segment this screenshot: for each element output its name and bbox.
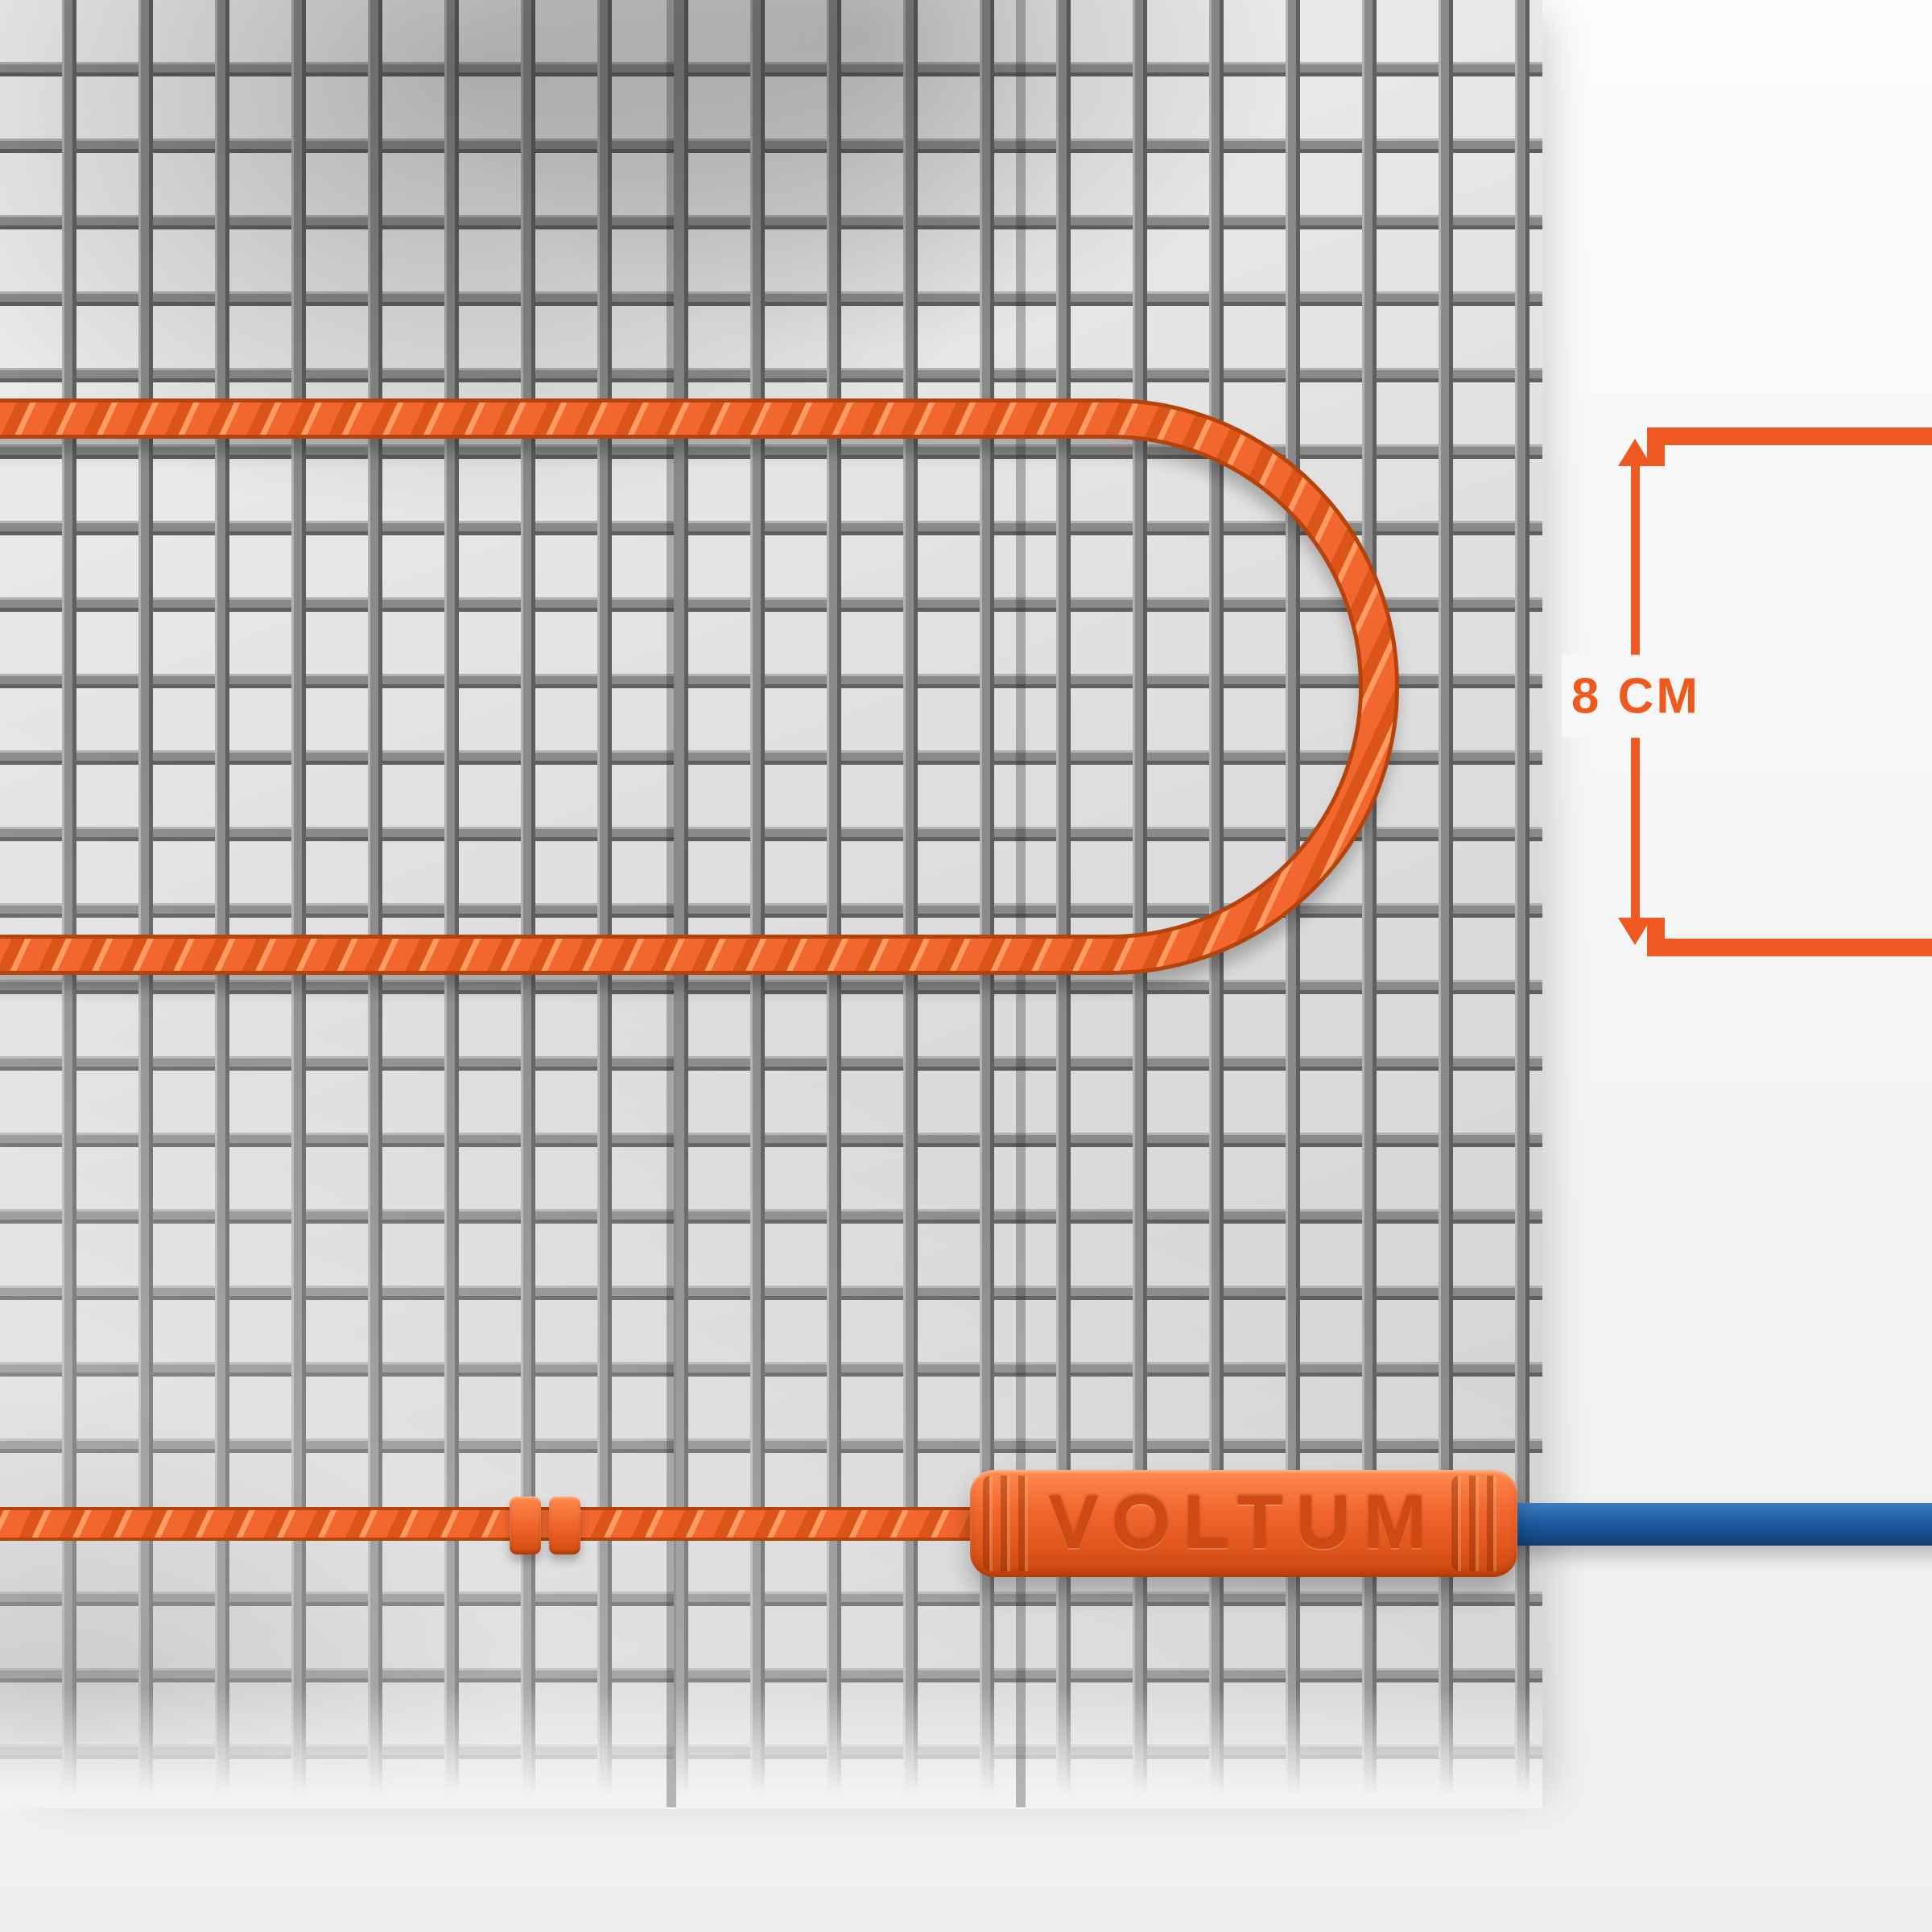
mesh-seam — [667, 0, 676, 1807]
cable-clip — [510, 1496, 580, 1554]
brand-label: VOLTUM — [1048, 1479, 1439, 1564]
cable-connector: VOLTUM — [970, 1470, 1517, 1577]
arrow-up-icon — [1618, 439, 1652, 466]
dimension-bar-bottom — [1647, 918, 1932, 956]
arrow-down-icon — [1618, 918, 1652, 945]
dimension-label: 8 CM — [1561, 654, 1711, 738]
cold-lead-cable — [1465, 1503, 1932, 1546]
dimension-bar-top — [1647, 427, 1932, 466]
